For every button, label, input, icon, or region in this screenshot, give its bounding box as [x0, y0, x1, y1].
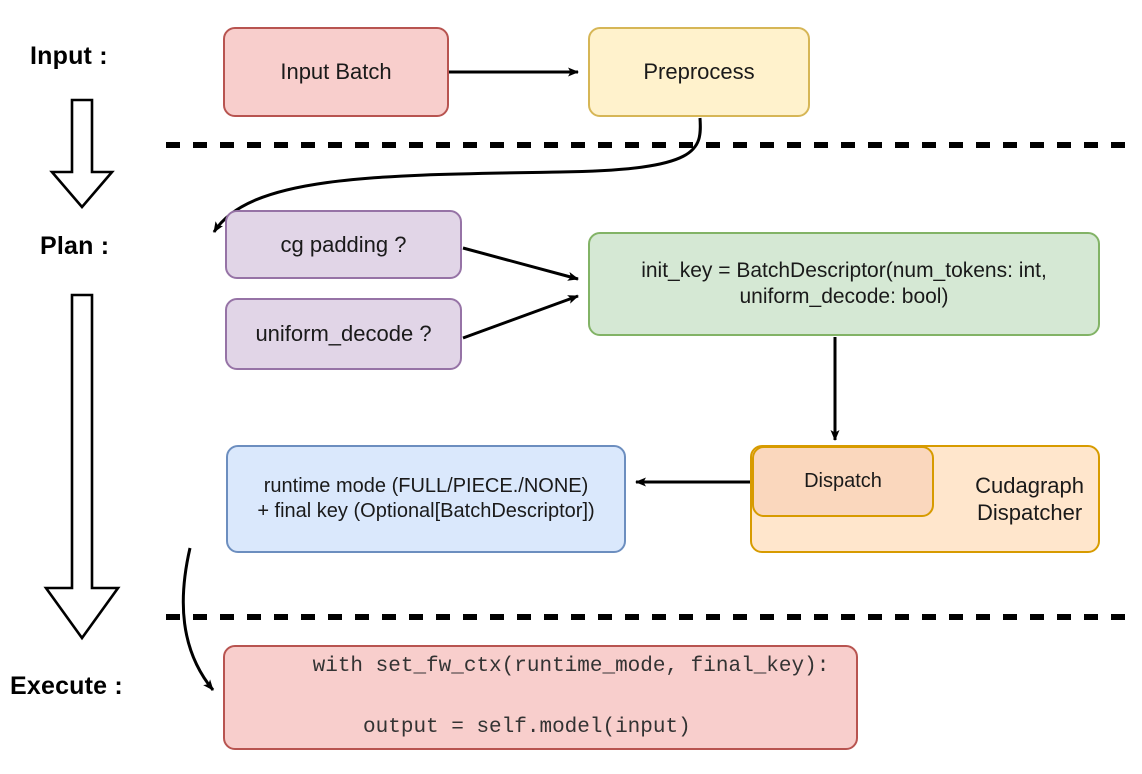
stage-label-execute: Execute : — [10, 672, 123, 700]
stage-label-plan: Plan : — [40, 232, 110, 260]
node-init-key[interactable]: init_key = BatchDescriptor(num_tokens: i… — [588, 232, 1100, 336]
stage-label-input: Input : — [30, 42, 108, 70]
node-runtime-mode-line2: + final key (Optional[BatchDescriptor]) — [257, 500, 595, 522]
node-runtime-mode-line1: runtime mode (FULL/PIECE./NONE) — [263, 475, 589, 497]
node-input-batch[interactable]: Input Batch — [223, 27, 449, 117]
node-init-key-line2: uniform_decode: bool) — [739, 285, 949, 308]
code-block-line2: output = self.model(input) — [312, 715, 691, 739]
node-init-key-line1: init_key = BatchDescriptor(num_tokens: i… — [641, 258, 1047, 282]
node-dispatch-label: Dispatch — [804, 470, 882, 492]
node-input-batch-label: Input Batch — [280, 59, 392, 85]
node-cudagraph-dispatcher-line2: Dispatcher — [976, 500, 1083, 525]
node-code-block[interactable]: with set_fw_ctx(runtime_mode, final_key)… — [223, 645, 858, 750]
node-preprocess[interactable]: Preprocess — [588, 27, 810, 117]
code-block-line1: with set_fw_ctx(runtime_mode, final_key)… — [312, 654, 830, 678]
node-uniform-decode[interactable]: uniform_decode ? — [225, 298, 462, 370]
node-uniform-decode-label: uniform_decode ? — [255, 321, 432, 347]
node-cg-padding[interactable]: cg padding ? — [225, 210, 462, 279]
node-preprocess-label: Preprocess — [643, 59, 755, 85]
edge-runtime-mode-to-code-block — [181, 547, 215, 691]
plan-to-execute-arrow — [43, 293, 121, 641]
node-runtime-mode[interactable]: runtime mode (FULL/PIECE./NONE) + final … — [226, 445, 626, 553]
edge-cg-padding-to-init-key — [462, 246, 579, 281]
node-dispatch[interactable]: Dispatch — [752, 446, 934, 517]
node-cg-padding-label: cg padding ? — [280, 231, 407, 257]
node-cudagraph-dispatcher-line1: Cudagraph — [975, 472, 1084, 498]
edge-uniform-decode-to-init-key — [462, 294, 579, 340]
input-to-plan-arrow — [49, 98, 115, 209]
